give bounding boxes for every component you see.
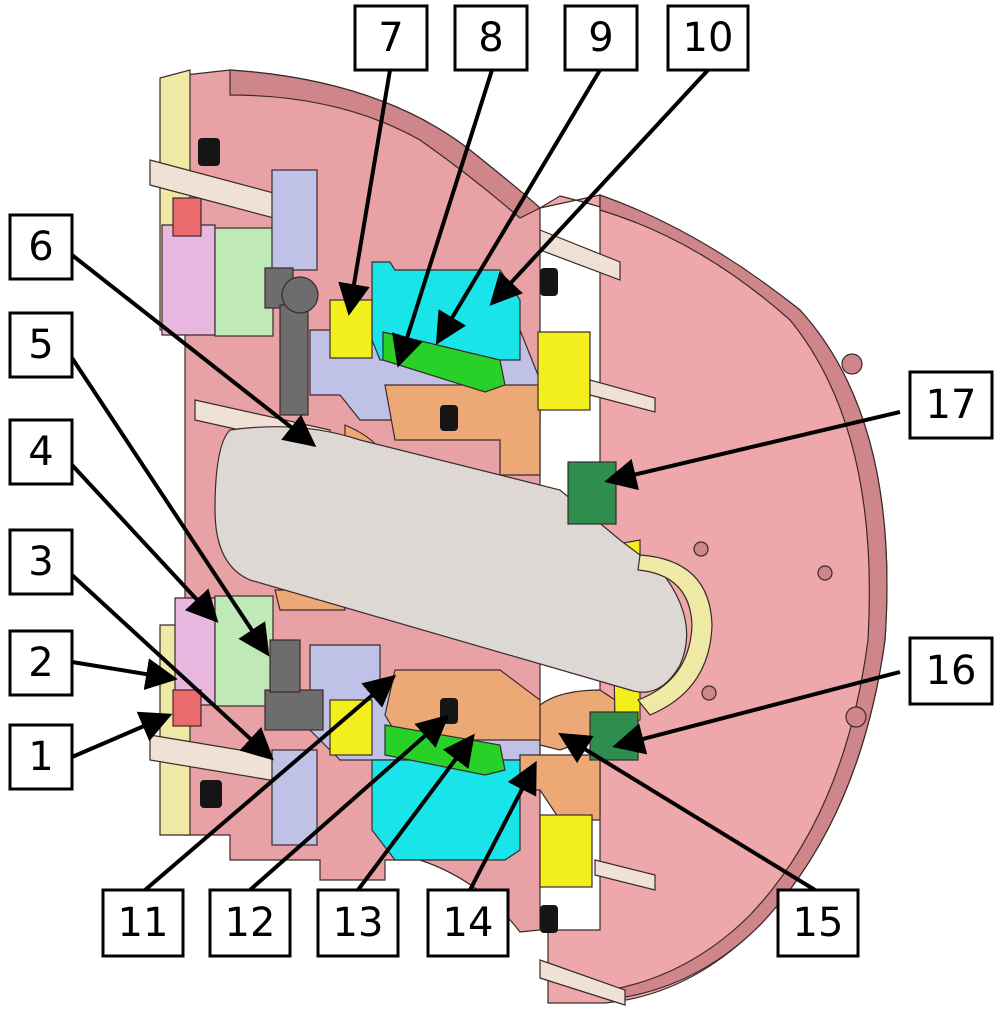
callout-9-label: 9 [588,15,613,61]
callout-15: 15 [776,888,860,958]
leader-line-3 [70,573,274,761]
rear-screw [539,959,626,1006]
callout-1-label: 1 [28,734,53,780]
callout-5: 5 [8,311,74,379]
leader-line-6 [70,253,317,447]
callout-17-label: 17 [926,382,977,428]
black-nut [540,268,558,296]
callout-16: 16 [908,636,994,706]
callout-3: 3 [8,528,74,596]
callout-7: 7 [353,4,429,72]
callout-4: 4 [8,418,74,486]
leader-line-2 [71,658,178,690]
callout-17: 17 [908,370,994,440]
leader-line-7 [338,69,392,316]
callout-7-label: 7 [378,15,403,61]
sensor-pcb [567,461,617,525]
callout-14: 14 [426,888,510,958]
gray-link-pin [281,276,319,314]
rear-screw [589,379,656,413]
leader-line-16 [612,670,901,755]
rear-screw-head [817,565,833,581]
rear-screw-head [845,706,867,728]
leader-line-1 [71,711,173,759]
rear-screw-head [693,541,709,557]
leader-line-9 [435,68,602,345]
leader-line-14 [468,760,537,891]
leader-line-5 [70,356,270,657]
callout-13: 13 [316,888,400,958]
left-pink-plate [161,224,216,336]
callout-labels: 1 2 3 4 5 6 7 8 [8,4,994,958]
housing-top-rim [229,69,542,219]
red-seal [172,689,202,727]
shaft-end-face [637,554,713,716]
yellow-pad [329,299,373,359]
gray-link [269,639,301,693]
callout-3-label: 3 [28,539,53,585]
callout-14-label: 14 [443,900,494,946]
callout-2-label: 2 [28,640,53,686]
leader-line-15 [558,732,817,892]
red-seal [172,197,202,237]
callout-2: 2 [8,629,74,697]
rear-screw-head [841,353,863,375]
callout-12-label: 12 [225,900,276,946]
leader-line-8 [392,69,494,368]
callout-8-label: 8 [478,15,503,61]
black-nut [440,405,458,431]
callout-8: 8 [453,4,529,72]
leader-lines [70,68,901,892]
callout-13-label: 13 [333,900,384,946]
lavender-bracket [271,169,318,271]
yellow-pad [539,814,593,888]
rear-screw [539,229,621,281]
callout-5-label: 5 [28,322,53,368]
actuator-assembly [149,69,888,1006]
rear-screw-head [701,685,717,701]
green-bearing-block [214,227,274,337]
yellow-pad [537,331,591,411]
callout-9: 9 [563,4,639,72]
black-nut [540,905,558,933]
sensor-pcb [589,711,639,761]
callout-12: 12 [208,888,292,958]
callout-4-label: 4 [28,429,53,475]
leader-line-13 [356,733,475,892]
leader-line-12 [248,714,450,892]
callout-6-label: 6 [28,224,53,270]
output-shaft [214,426,688,693]
black-nut [200,780,222,808]
leader-line-17 [604,410,901,491]
green-bearing-block [214,595,274,707]
callout-15-label: 15 [793,900,844,946]
leader-line-10 [489,68,710,306]
callout-11: 11 [101,888,185,958]
leader-line-11 [143,674,397,892]
rear-screw [594,859,656,891]
callout-6: 6 [8,213,74,281]
black-nut [198,138,220,166]
leader-line-4 [70,463,219,623]
callout-1: 1 [8,723,74,791]
callout-10: 10 [666,4,750,72]
callout-16-label: 16 [926,648,977,694]
callout-11-label: 11 [118,900,169,946]
cyan-stator [371,759,521,861]
callout-10-label: 10 [683,15,734,61]
gray-link [264,689,324,731]
lavender-bracket [271,749,318,846]
gray-link [279,304,309,416]
